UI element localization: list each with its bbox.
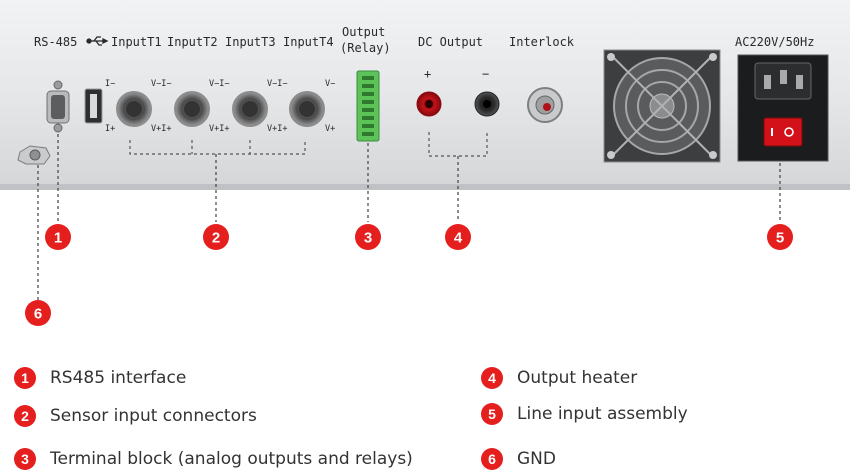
connector-4-top-label: V−I− [267,79,287,89]
dc-positive-post-icon [416,91,442,117]
callout-badge-2: 2 [203,224,229,250]
callout-badge-5: 5 [767,224,793,250]
output-relay-label-line1: Output [342,25,385,39]
legend-label-4: Output heater [517,368,638,388]
legend-label-1: RS485 interface [50,368,187,388]
input-t2-label: InputT2 [167,35,218,49]
legend-label-2: Sensor input connectors [50,406,257,426]
svg-text:4: 4 [454,230,463,247]
legend-badge-2: 2 [14,405,36,427]
legend-badge-5: 5 [481,403,503,425]
rs485-label: RS-485 [34,35,77,49]
callout-badge-1: 1 [45,224,71,250]
input-t3-label: InputT3 [225,35,276,49]
input-t4-label: InputT4 [283,35,334,49]
sensor-connectors: I− I+ V−I− V+I+ V−I− V+I+ V−I− V+I+ V− V… [105,79,335,134]
fan-icon [603,49,721,163]
dc-output-bracket [428,132,488,157]
gnd-screw-icon [17,145,51,165]
connector-4-v-plus-label: V+ [325,124,335,134]
connector-1-top-label: I− [105,79,115,89]
minus-label: − [482,67,489,81]
input-t1-label: InputT1 [111,35,162,49]
terminal-block-icon [356,70,380,142]
callout-badge-4: 4 [445,224,471,250]
dc-output-label: DC Output [418,35,483,49]
power-rating-label: AC220V/50Hz [735,35,814,49]
callout-badge-6: 6 [25,300,51,326]
svg-text:6: 6 [34,306,42,323]
legend-badge-6: 6 [481,448,503,470]
connector-1-bottom-label: I+ [105,124,115,134]
connector-3-bottom-label: V+I+ [209,124,229,134]
dc-negative-post-icon [474,91,500,117]
connector-4-v-minus-label: V− [325,79,335,89]
output-relay-label-line2: (Relay) [340,41,391,55]
svg-text:1: 1 [54,230,62,247]
usb-port-icon [84,88,103,124]
connector-3-top-label: V−I− [209,79,229,89]
usb-icon [86,36,109,46]
legend: 1 RS485 interface 2 Sensor input connect… [0,360,850,471]
legend-label-3: Terminal block (analog outputs and relay… [50,449,413,469]
legend-item-1: 1 RS485 interface [14,365,186,391]
sensor-bracket [129,140,306,155]
legend-item-5: 5 Line input assembly [481,401,688,427]
rs485-port-icon [46,80,70,133]
svg-text:5: 5 [776,230,784,247]
legend-badge-3: 3 [14,448,36,470]
legend-item-6: 6 GND [481,446,556,472]
connector-4-bottom-label: V+I+ [267,124,287,134]
connector-2-bottom-label: V+I+ [151,124,171,134]
power-switch-icon [763,117,803,147]
interlock-label: Interlock [509,35,575,49]
callout-leaders [37,134,781,300]
legend-badge-4: 4 [481,367,503,389]
legend-badge-1: 1 [14,367,36,389]
legend-item-3: 3 Terminal block (analog outputs and rel… [14,446,413,472]
plus-label: + [424,67,431,81]
legend-label-6: GND [517,449,556,469]
legend-label-5: Line input assembly [517,404,688,424]
legend-item-4: 4 Output heater [481,365,637,391]
svg-text:2: 2 [212,230,220,247]
callout-badge-3: 3 [355,224,381,250]
connector-2-top-label: V−I− [151,79,171,89]
legend-item-2: 2 Sensor input connectors [14,403,257,429]
svg-text:3: 3 [364,230,372,247]
interlock-connector-icon [527,87,563,123]
